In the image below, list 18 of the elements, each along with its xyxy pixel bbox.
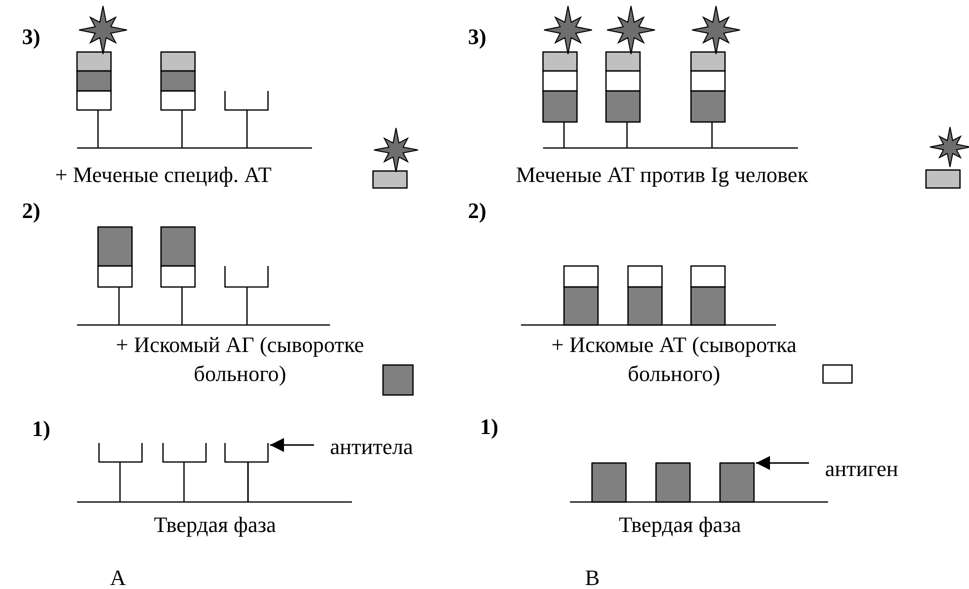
pointer-label: антитела	[330, 434, 414, 459]
pointer-arrow	[756, 456, 809, 470]
phase-caption: Твердая фаза	[618, 511, 742, 539]
step-number: 2)	[468, 197, 488, 225]
panel-letter: А	[110, 564, 127, 589]
step-number: 3)	[468, 23, 488, 51]
step-number: 3)	[22, 23, 42, 51]
step-caption: Меченые АТ против Ig человек	[516, 161, 810, 189]
pointer-label: антиген	[825, 456, 898, 481]
step-number: 2)	[22, 197, 42, 225]
panel-letter: В	[585, 564, 601, 589]
step-caption: + Искомые АТ (сыворотка больного)	[550, 331, 798, 388]
step-number: 1)	[32, 415, 52, 443]
phase-caption: Твердая фаза	[152, 511, 278, 539]
pointer-arrow	[270, 438, 314, 452]
step-caption: + Искомый АГ (сыворотке больного)	[114, 331, 366, 388]
step-number: 1)	[480, 413, 500, 441]
step-caption: + Меченые специф. АТ	[55, 161, 273, 189]
